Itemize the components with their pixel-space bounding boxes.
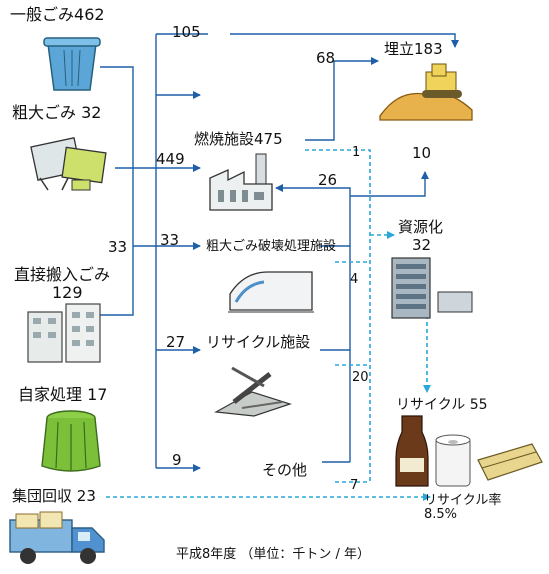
facility-incineration-label: 燃焼施設 — [194, 130, 255, 148]
facility-incineration: 燃焼施設475 — [194, 130, 283, 148]
facility-recycled-value: 55 — [469, 397, 488, 413]
compost-bin-icon — [41, 410, 101, 472]
source-general: 一般ごみ462 — [10, 6, 105, 24]
arrow-68-landfill — [305, 57, 379, 141]
facility-incineration-value: 475 — [254, 130, 283, 148]
source-home: 自家処理 17 — [18, 386, 107, 404]
footer-note: 平成8年度 （単位：千トン / 年） — [176, 547, 371, 562]
source-bulky-label: 粗大ごみ — [12, 103, 77, 122]
arrow-10-up — [350, 171, 429, 197]
flow-68: 68 — [316, 49, 336, 67]
flow-105: 105 — [172, 23, 201, 41]
source-home-label: 自家処理 — [18, 385, 83, 404]
source-group-label: 集団回収 — [12, 487, 73, 505]
apartment-building-icon — [27, 303, 101, 363]
facility-landfill-label: 埋立 — [384, 40, 415, 58]
flow-449: 449 — [156, 150, 185, 168]
facility-landfill: 埋立183 — [384, 40, 443, 58]
recycled-products-icon — [395, 415, 543, 487]
source-group: 集団回収 23 — [12, 487, 96, 505]
source-home-value: 17 — [87, 385, 108, 404]
dashed-resource-trunk — [305, 149, 371, 482]
incinerator-icon — [209, 153, 273, 211]
recycling-rate-label: リサイクル率 — [424, 493, 502, 508]
flow-26: 26 — [318, 171, 338, 189]
source-group-value: 23 — [76, 487, 96, 505]
recycling-plant-icon — [214, 366, 292, 417]
flow-33-direct: 33 — [108, 238, 128, 256]
landfill-bulldozer-icon — [379, 63, 473, 121]
facility-recycled: リサイクル 55 — [396, 396, 488, 414]
bulky-waste-icon — [30, 137, 107, 191]
flow-10: 10 — [412, 144, 432, 162]
facility-resource-value: 32 — [412, 236, 432, 254]
facility-landfill-value: 183 — [414, 40, 443, 58]
facility-other-label: その他 — [262, 461, 308, 479]
flow-9: 9 — [172, 451, 182, 469]
source-collector-line — [100, 66, 134, 316]
source-bulky: 粗大ごみ 32 — [12, 104, 101, 122]
crushing-plant-icon — [228, 271, 314, 313]
source-general-label: 一般ごみ — [10, 5, 75, 24]
truck-icon — [9, 511, 105, 564]
facility-recycle-label: リサイクル施設 — [206, 333, 311, 351]
flow-20: 20 — [352, 370, 369, 385]
flow-1: 1 — [352, 145, 361, 160]
facility-resource-label: 資源化 — [398, 218, 444, 236]
source-general-value: 462 — [74, 5, 105, 24]
arrow-105-landfill — [156, 33, 455, 47]
source-bulky-value: 32 — [81, 103, 102, 122]
facility-crushing-label: 粗大ごみ破壊処理施設 — [206, 239, 337, 254]
source-direct-label: 直接搬入ごみ — [14, 265, 111, 284]
facility-recycled-label: リサイクル — [396, 397, 466, 413]
garbage-can-icon — [43, 37, 101, 91]
flow-4: 4 — [350, 272, 359, 287]
flow-33-crushing: 33 — [160, 231, 180, 249]
recycling-rate-value: 8.5% — [424, 507, 458, 522]
recycling-rate: リサイクル率 8.5% — [424, 494, 501, 522]
arrow-26-return — [276, 188, 351, 463]
flow-27: 27 — [166, 333, 186, 351]
flow-7: 7 — [350, 478, 359, 493]
resource-building-icon — [391, 257, 473, 319]
source-direct-value: 129 — [52, 283, 83, 302]
